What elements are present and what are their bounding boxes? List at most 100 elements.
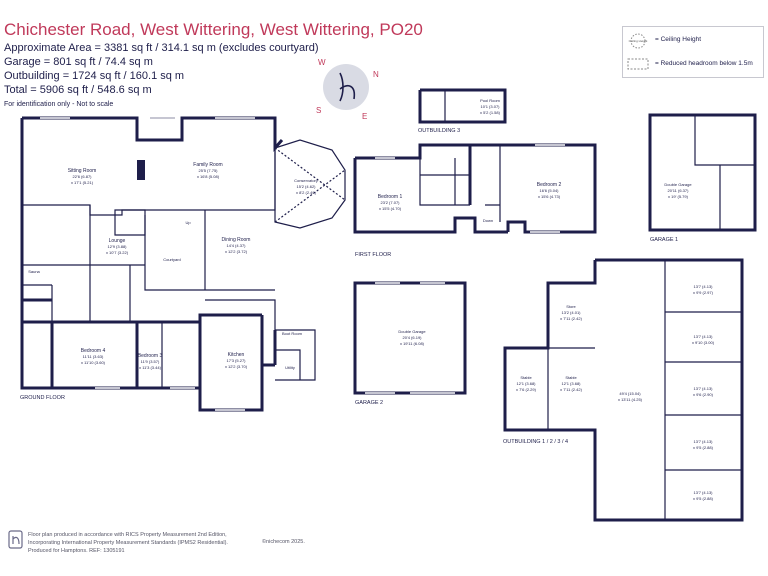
ground-floor-label: GROUND FLOOR [20,395,65,401]
footer-notes: Floor plan produced in accordance with R… [28,531,328,555]
bedroom2-name: Bedroom 2 [537,182,562,188]
bedroom1-dim1: 23'2 (7.07) [381,200,401,205]
bedroom4-dim1: 11'11 (3.63) [83,354,104,359]
stable1-dim1: 12'1 (3.68) [517,381,537,386]
store-dim2: x 7'11 (2.42) [560,316,582,321]
up-label: Up [185,220,191,225]
courtyard-name: Courtyard [163,257,181,262]
bedroom3-dim1: 11'9 (3.57) [141,359,160,364]
stall3-dim1: 13'7 (4.13) [694,386,714,391]
garage-area: Garage = 801 sq ft / 74.4 sq m [4,56,153,68]
garage1-room-name: Double Garage [664,182,692,187]
stable1-dim2: x 7'6 (2.29) [516,387,537,392]
garage1-label: GARAGE 1 [650,237,678,243]
ceiling-height-icon: Ceiling Height [629,33,648,49]
compass-letter-e: E [362,112,367,121]
garage1-dim2: x 19' (5.79) [668,194,689,199]
stable2-dim1: 12'1 (3.68) [562,381,582,386]
outbuilding-area: Outbuilding = 1724 sq ft / 160.1 sq m [4,70,185,82]
approximate-area: Approximate Area = 3381 sq ft / 314.1 sq… [4,42,319,54]
compass-letter-n: N [373,70,379,79]
pool-room-name: Pool Room [480,98,500,103]
bedroom2-dim1: 16'6 (5.04) [540,188,560,193]
stall4-dim2: x 9'5 (2.88) [693,445,714,450]
svg-text:Ceiling Height: Ceiling Height [629,39,648,43]
ceiling-height-label: = Ceiling Height [655,36,702,43]
barn-dim1: 49'4 (15.04) [619,391,641,396]
dining-room-name: Dining Room [222,237,251,243]
total-area: Total = 5906 sq ft / 548.6 sq m [4,84,152,96]
outbuilding1234-plan: Store 13'2 (4.01) x 7'11 (2.42) Stable 1… [503,258,744,522]
stall1-dim1: 13'7 (4.13) [694,284,714,289]
reduced-headroom-label: = Reduced headroom below 1.5m [655,60,753,67]
garage2-dim2: x 19'11 (6.08) [400,341,425,346]
lounge-dim2: x 10'7 (3.22) [106,250,129,255]
outbuilding3-label: OUTBUILDING 3 [418,128,460,134]
pool-room-dim2: x 5'2 (1.58) [480,110,501,115]
bedroom4-dim2: x 11'10 (3.60) [81,360,106,365]
family-room-dim1: 25'5 (7.75) [199,168,219,173]
garage2-plan: Double Garage 20'4 (6.19) x 19'11 (6.08)… [353,281,467,406]
kitchen-dim1: 17'3 (5.27) [227,358,247,363]
first-floor-label: FIRST FLOOR [355,252,391,258]
bedroom2-dim2: x 15'6 (4.73) [538,194,561,199]
sitting-room-dim2: x 17'1 (5.21) [71,180,94,185]
sitting-room-dim1: 22'6 (6.87) [73,174,93,179]
sauna-name: Sauna [28,269,40,274]
conservatory-dim2: x 8'2 (2.49) [296,190,317,195]
garage2-label: GARAGE 2 [355,400,383,406]
footer-line-2: Incorporating International Property Mea… [28,540,228,546]
conservatory-name: Conservatory [294,178,318,183]
footer-credit: ©nichecom 2025. [262,539,305,545]
property-title: Chichester Road, West Wittering, West Wi… [4,20,423,39]
stall4-dim1: 13'7 (4.13) [694,439,714,444]
dining-room-dim1: 14'4 (4.37) [227,243,247,248]
first-floor-plan: Bedroom 1 23'2 (7.07) x 15'5 (4.70) Bedr… [353,143,597,258]
store-name: Store [566,304,576,309]
lounge-name: Lounge [109,238,126,244]
bedroom4-name: Bedroom 4 [81,348,106,354]
garage2-dim1: 20'4 (6.19) [403,335,423,340]
pool-room-dim1: 10'1 (3.07) [481,104,501,109]
utility-name: Utility [285,365,295,370]
kitchen-dim2: x 12'2 (3.70) [225,364,248,369]
bedroom1-name: Bedroom 1 [378,194,403,200]
sitting-room-name: Sitting Room [68,168,97,174]
stall3-dim2: x 9'6 (2.90) [693,392,714,397]
footer-line-3: Produced for Hamptons. REF: 1305191 [28,548,125,554]
scale-note: For identification only - Not to scale [4,101,114,108]
stall1-dim2: x 9'9 (2.97) [693,290,714,295]
stable2-name: Stable [565,375,577,380]
down-label: Down [483,218,493,223]
compass-monogram-icon [339,72,356,102]
footer-line-1: Floor plan produced in accordance with R… [28,532,227,538]
stall2-dim1: 13'7 (4.13) [694,334,714,339]
boot-room-name: Boot Room [282,331,303,336]
reduced-headroom-icon [627,58,649,70]
compass-letter-s: S [316,106,321,115]
bedroom1-dim2: x 15'5 (4.70) [379,206,402,211]
lounge-dim1: 12'9 (3.88) [108,244,128,249]
bedroom3-dim2: x 11'3 (3.44) [139,365,161,370]
nichecom-logo-icon [8,530,23,549]
stable1-name: Stable [520,375,532,380]
stall5-dim2: x 9'5 (2.88) [693,496,714,501]
stall5-dim1: 13'7 (4.13) [694,490,714,495]
ground-floor-plan: Sitting Room 22'6 (6.87) x 17'1 (5.21) F… [20,116,346,412]
garage1-dim1: 20'11 (6.37) [668,188,690,193]
outbuilding3-plan: Pool Room 10'1 (3.07) x 5'2 (1.58) OUTBU… [418,88,507,134]
compass-logo: N E S W [316,58,379,121]
bedroom3-name: Bedroom 3 [138,353,163,359]
compass-circle [323,64,369,110]
compass-letter-w: W [318,58,326,67]
family-room-dim2: x 16'8 (5.08) [197,174,220,179]
conservatory-dim1: 15'2 (4.62) [297,184,317,189]
barn-dim2: x 13'11 (4.25) [618,397,643,402]
dining-room-dim2: x 12'2 (3.72) [225,249,248,254]
legend: Ceiling Height = Ceiling Height = Reduce… [622,26,764,78]
kitchen-name: Kitchen [228,352,245,358]
garage1-plan: Double Garage 20'11 (6.37) x 19' (5.79) … [648,113,757,243]
garage2-room-name: Double Garage [398,329,426,334]
stable2-dim2: x 7'11 (2.42) [560,387,582,392]
